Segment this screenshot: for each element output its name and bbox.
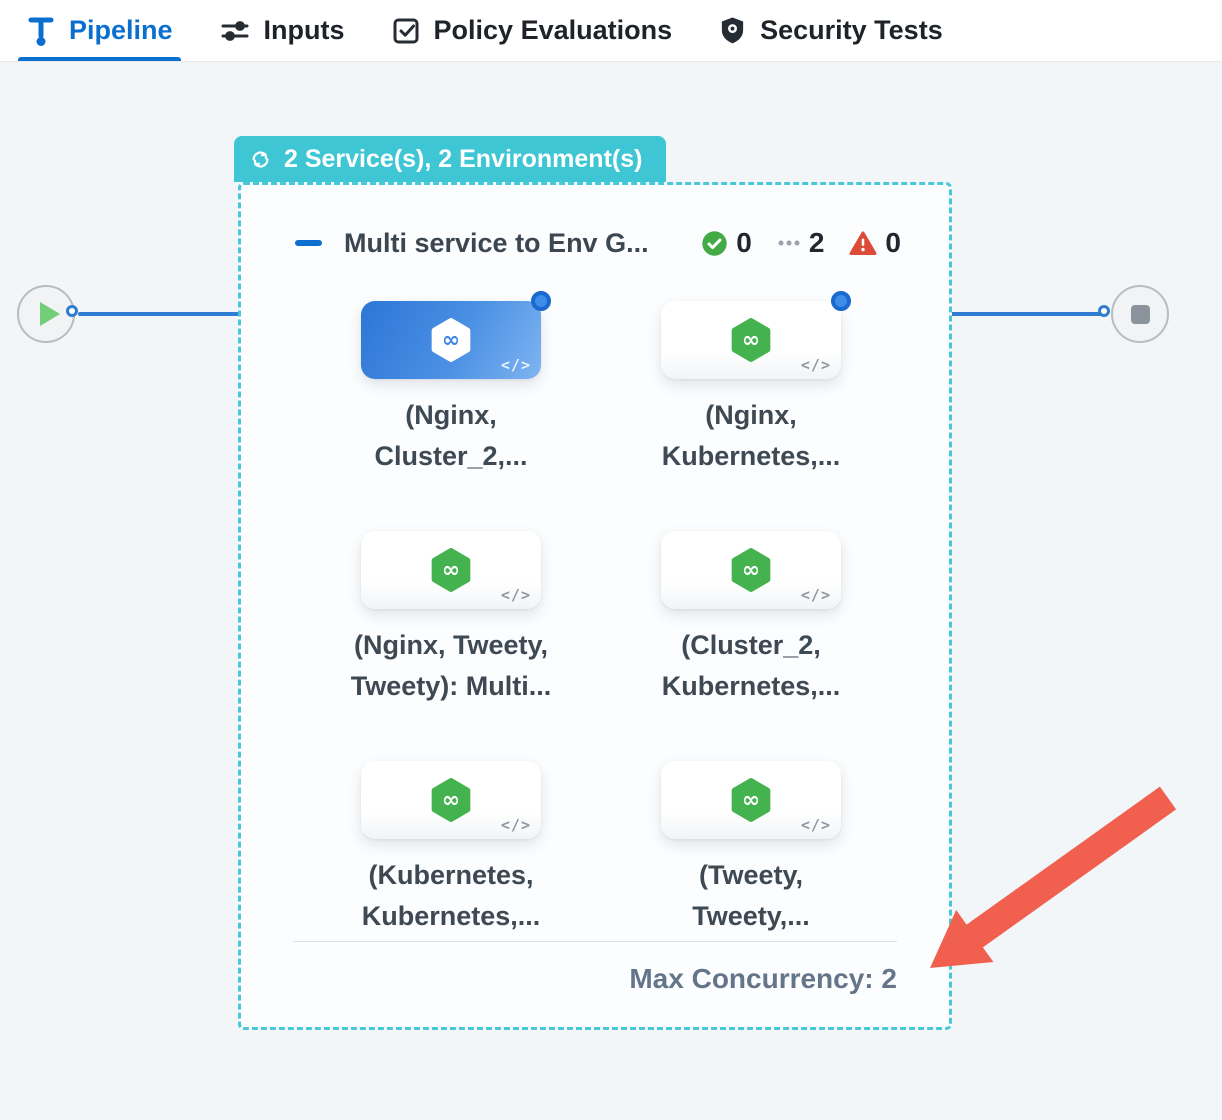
matrix-cell: ∞ </> (Kubernetes, Kubernetes,... bbox=[301, 761, 601, 991]
stage-card[interactable]: ∞ </> bbox=[661, 531, 841, 609]
policy-checkbox-icon bbox=[391, 16, 421, 46]
infinity-glyph: ∞ bbox=[742, 328, 760, 353]
stage-card[interactable]: ∞ </> bbox=[661, 761, 841, 839]
group-header: Multi service to Env G... 0 bbox=[295, 221, 901, 265]
tab-label: Policy Evaluations bbox=[433, 15, 673, 45]
link-anchor-right bbox=[1098, 305, 1110, 317]
group-footer-divider bbox=[293, 941, 897, 942]
infinity-glyph: ∞ bbox=[442, 558, 460, 583]
code-icon: </> bbox=[800, 356, 831, 374]
inputs-icon bbox=[219, 16, 251, 46]
warning-triangle-icon bbox=[849, 231, 877, 256]
code-icon: </> bbox=[500, 586, 531, 604]
service-hexagon-icon: ∞ bbox=[731, 548, 771, 592]
success-count: 0 bbox=[736, 227, 752, 258]
matrix-cell: ∞ </> (Nginx, Tweety, Tweety): Multi... bbox=[301, 531, 601, 761]
stage-label: (Nginx, Tweety, Tweety): Multi... bbox=[350, 630, 552, 701]
matrix-cell: ∞ </> (Nginx, Cluster_2,... bbox=[301, 291, 601, 531]
matrix-cell: ∞ </> (Nginx, Kubernetes,... bbox=[601, 291, 901, 531]
service-hexagon-icon: ∞ bbox=[731, 778, 771, 822]
sync-loop-icon bbox=[249, 148, 272, 171]
stage-label: (Nginx, Kubernetes,... bbox=[661, 400, 841, 471]
code-icon: </> bbox=[800, 586, 831, 604]
stage-card[interactable]: ∞ </> bbox=[361, 761, 541, 839]
code-icon: </> bbox=[500, 356, 531, 374]
collapse-minus-icon[interactable] bbox=[295, 240, 322, 246]
stage-status-dot bbox=[531, 291, 551, 311]
matrix-cell: ∞ </> (Cluster_2, Kubernetes,... bbox=[601, 531, 901, 761]
infinity-glyph: ∞ bbox=[742, 558, 760, 583]
matrix-cell: ∞ </> (Tweety, Tweety,... bbox=[601, 761, 901, 991]
stage-matrix-grid: ∞ </> (Nginx, Cluster_2,... ∞ </> bbox=[301, 291, 901, 991]
stage-label: (Nginx, Cluster_2,... bbox=[374, 400, 528, 471]
tab-label: Security Tests bbox=[760, 15, 943, 45]
code-icon: </> bbox=[800, 816, 831, 834]
infinity-glyph: ∞ bbox=[442, 328, 460, 353]
tab-label: Inputs bbox=[263, 15, 345, 45]
security-shield-icon bbox=[718, 15, 747, 46]
stage-card[interactable]: ∞ </> bbox=[661, 291, 851, 379]
play-icon bbox=[39, 302, 60, 326]
service-hexagon-icon: ∞ bbox=[431, 548, 471, 592]
pending-count: 2 bbox=[808, 227, 825, 258]
link-anchor-left bbox=[66, 305, 78, 317]
stage-label: (Kubernetes, Kubernetes,... bbox=[361, 860, 541, 931]
group-title: Multi service to Env G... bbox=[344, 227, 649, 258]
pipeline-icon bbox=[26, 15, 56, 47]
stage-group-box[interactable]: Multi service to Env G... 0 bbox=[238, 182, 952, 1030]
code-icon: </> bbox=[500, 816, 531, 834]
tab-policy-evaluations[interactable]: Policy Evaluations bbox=[391, 0, 673, 61]
tab-inputs[interactable]: Inputs bbox=[219, 0, 345, 61]
infinity-glyph: ∞ bbox=[442, 788, 460, 813]
badge-label: 2 Service(s), 2 Environment(s) bbox=[284, 144, 643, 173]
top-tab-bar: Pipeline Inputs Policy Evaluations bbox=[0, 0, 1222, 62]
stage-card[interactable]: ∞ </> bbox=[361, 531, 541, 609]
stage-label: (Tweety, Tweety,... bbox=[692, 860, 810, 931]
pipeline-canvas[interactable]: 2 Service(s), 2 Environment(s) Multi ser… bbox=[0, 62, 1222, 1120]
success-check-icon bbox=[701, 230, 728, 257]
tab-pipeline[interactable]: Pipeline bbox=[18, 0, 181, 61]
stage-card[interactable]: ∞ </> bbox=[361, 291, 551, 379]
service-hexagon-icon: ∞ bbox=[431, 778, 471, 822]
stage-label: (Cluster_2, Kubernetes,... bbox=[661, 630, 841, 701]
pipeline-link-right bbox=[950, 312, 1102, 316]
group-status-summary: 0 2 0 bbox=[701, 227, 901, 259]
stop-icon bbox=[1130, 304, 1150, 324]
pending-dots-icon bbox=[777, 239, 801, 247]
service-hexagon-icon: ∞ bbox=[731, 318, 771, 362]
pipeline-end-node[interactable] bbox=[1111, 285, 1169, 343]
failed-count: 0 bbox=[885, 227, 901, 258]
service-hexagon-icon: ∞ bbox=[431, 318, 471, 362]
stage-status-dot bbox=[831, 291, 851, 311]
tab-label: Pipeline bbox=[69, 15, 173, 45]
service-environment-badge[interactable]: 2 Service(s), 2 Environment(s) bbox=[234, 136, 667, 182]
tab-security-tests[interactable]: Security Tests bbox=[718, 0, 943, 61]
max-concurrency-text: Max Concurrency: 2 bbox=[629, 963, 897, 994]
pipeline-link-left bbox=[78, 312, 240, 316]
infinity-glyph: ∞ bbox=[742, 788, 760, 813]
